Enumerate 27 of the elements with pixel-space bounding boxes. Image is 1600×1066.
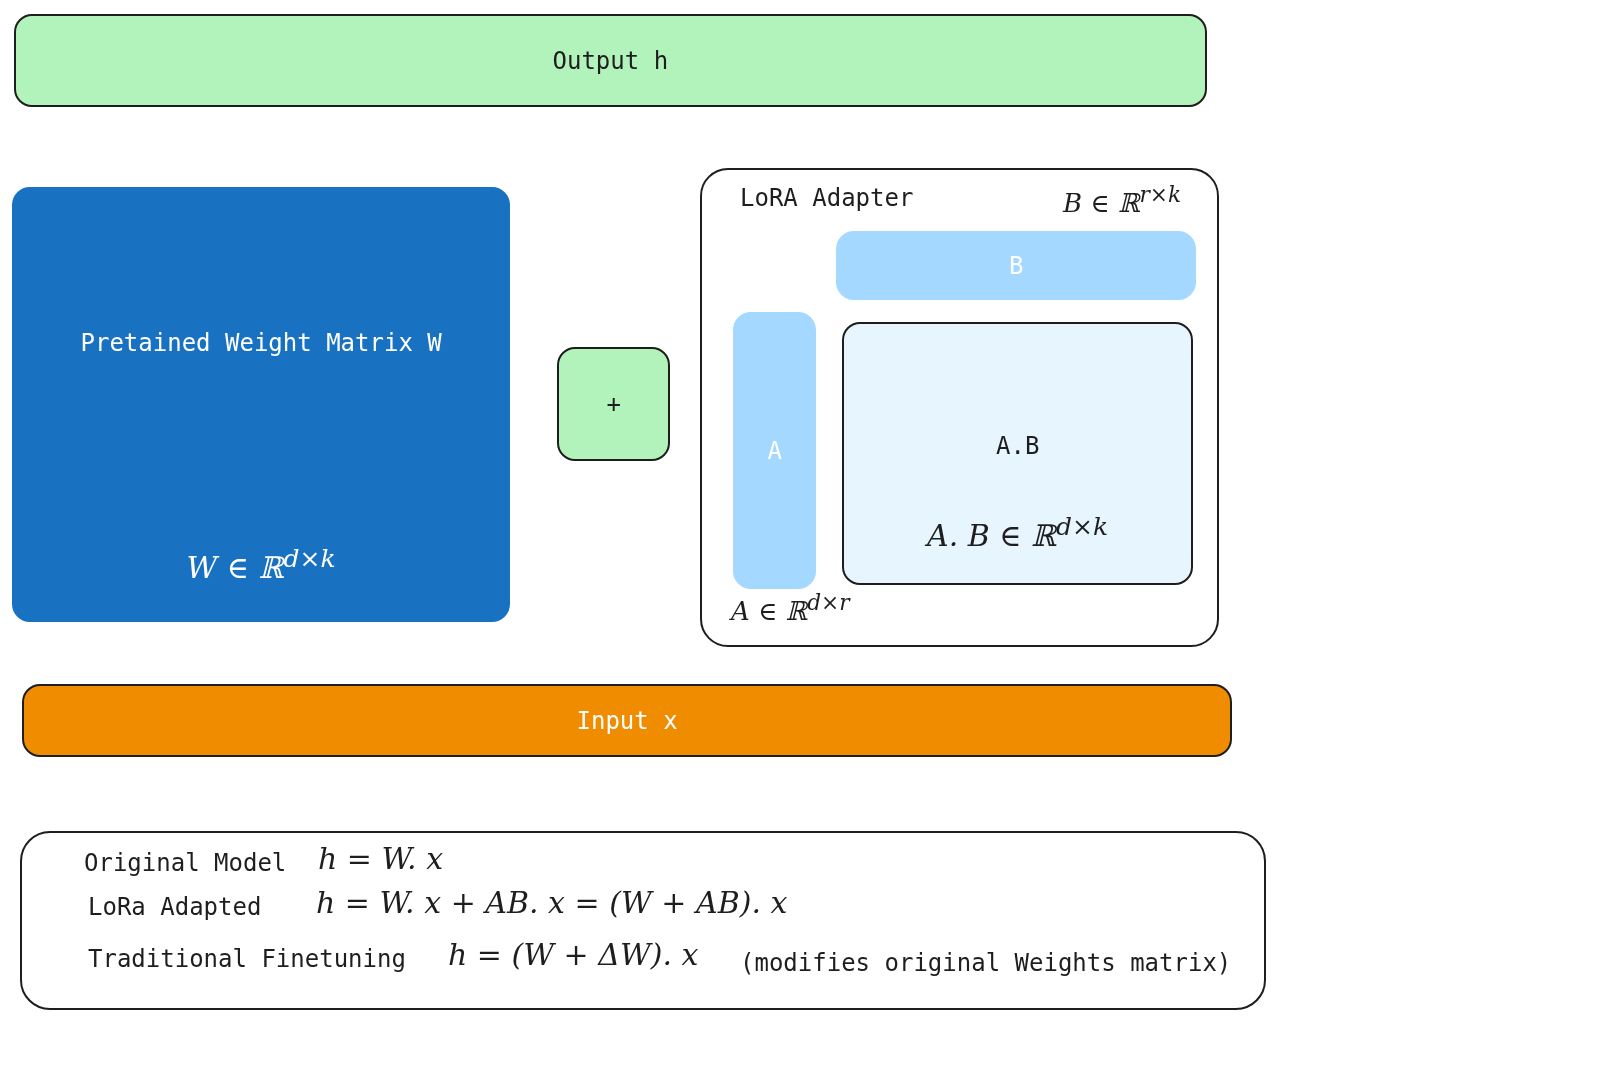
node-label: Input x: [576, 706, 678, 735]
weight-matrix-box: [12, 187, 510, 622]
formula: h = W. x: [318, 841, 444, 876]
node-label: A: [767, 436, 782, 465]
node-label: LoRA Adapter: [740, 184, 914, 212]
plus-box: [557, 347, 670, 461]
note-text: (modifies original Weights matrix): [740, 949, 1232, 977]
formula: h = (W + ΔW). x: [448, 937, 699, 972]
matrix-b-bar: [836, 231, 1196, 300]
node-label: Pretained Weight Matrix W: [80, 329, 442, 357]
row-label: LoRa Adapted: [88, 893, 262, 921]
row-label: Traditional Finetuning: [88, 945, 406, 973]
formula-panel: [20, 831, 1266, 1010]
node-label: B: [1009, 251, 1024, 280]
formula: h = W. x + AB. x = (W + AB). x: [316, 885, 788, 920]
input-bar: [22, 684, 1232, 757]
product-box: [842, 322, 1193, 585]
matrix-a-bar: [733, 312, 816, 589]
adapter-panel: [700, 168, 1219, 647]
row-label: Original Model: [84, 849, 287, 877]
output-bar: [14, 14, 1207, 107]
node-label: +: [606, 390, 621, 418]
math-label: W ∈ ℝ$^{d×k}$: [186, 544, 336, 585]
node-label: Output h: [552, 46, 669, 75]
math-label: A ∈ ℝ$^{d×r}$: [731, 590, 850, 626]
math-label: B ∈ ℝ$^{r×k}$: [1063, 182, 1182, 218]
node-label: A.B: [996, 432, 1040, 460]
